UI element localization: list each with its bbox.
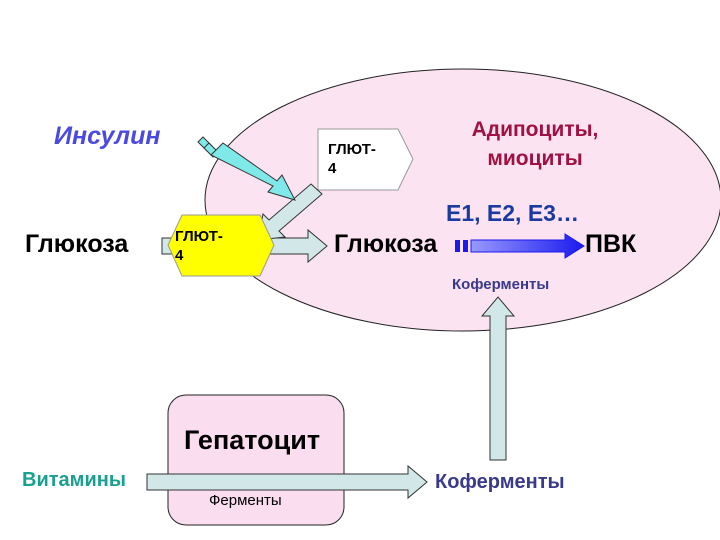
hepatocyte-box [167,394,345,526]
glut4-membrane-hexagon [167,214,275,277]
vitamins-label: Витамины [22,469,126,491]
glucose-inside-label: Глюкоза [334,230,438,258]
cell-type-label: Адипоциты, миоциты [471,118,599,170]
hepatocyte-enzymes-label: Ферменты [209,492,282,509]
glut4-membrane-label: ГЛЮТ- 4 [175,228,223,264]
insulin-arrow [197,136,296,201]
insulin-label: Инсулин [54,122,161,150]
coenzymes-delivery-arrow [480,296,516,461]
glycolysis-arrow [455,233,585,259]
vitamins-conversion-arrow [146,464,428,500]
enzymes-label: Е1, Е2, Е3… [446,200,579,226]
product-coenzymes-label: Коферменты [435,471,565,493]
glut4-vesicle-hexagon [317,128,414,191]
pvk-label: ПВК [585,230,637,258]
hepatocyte-label: Гепатоцит [184,425,321,455]
glucose-outside-label: Глюкоза [25,230,129,258]
glut4-vesicle-label: ГЛЮТ- 4 [328,141,376,177]
cell-coenzymes-label: Коферменты [452,276,550,293]
